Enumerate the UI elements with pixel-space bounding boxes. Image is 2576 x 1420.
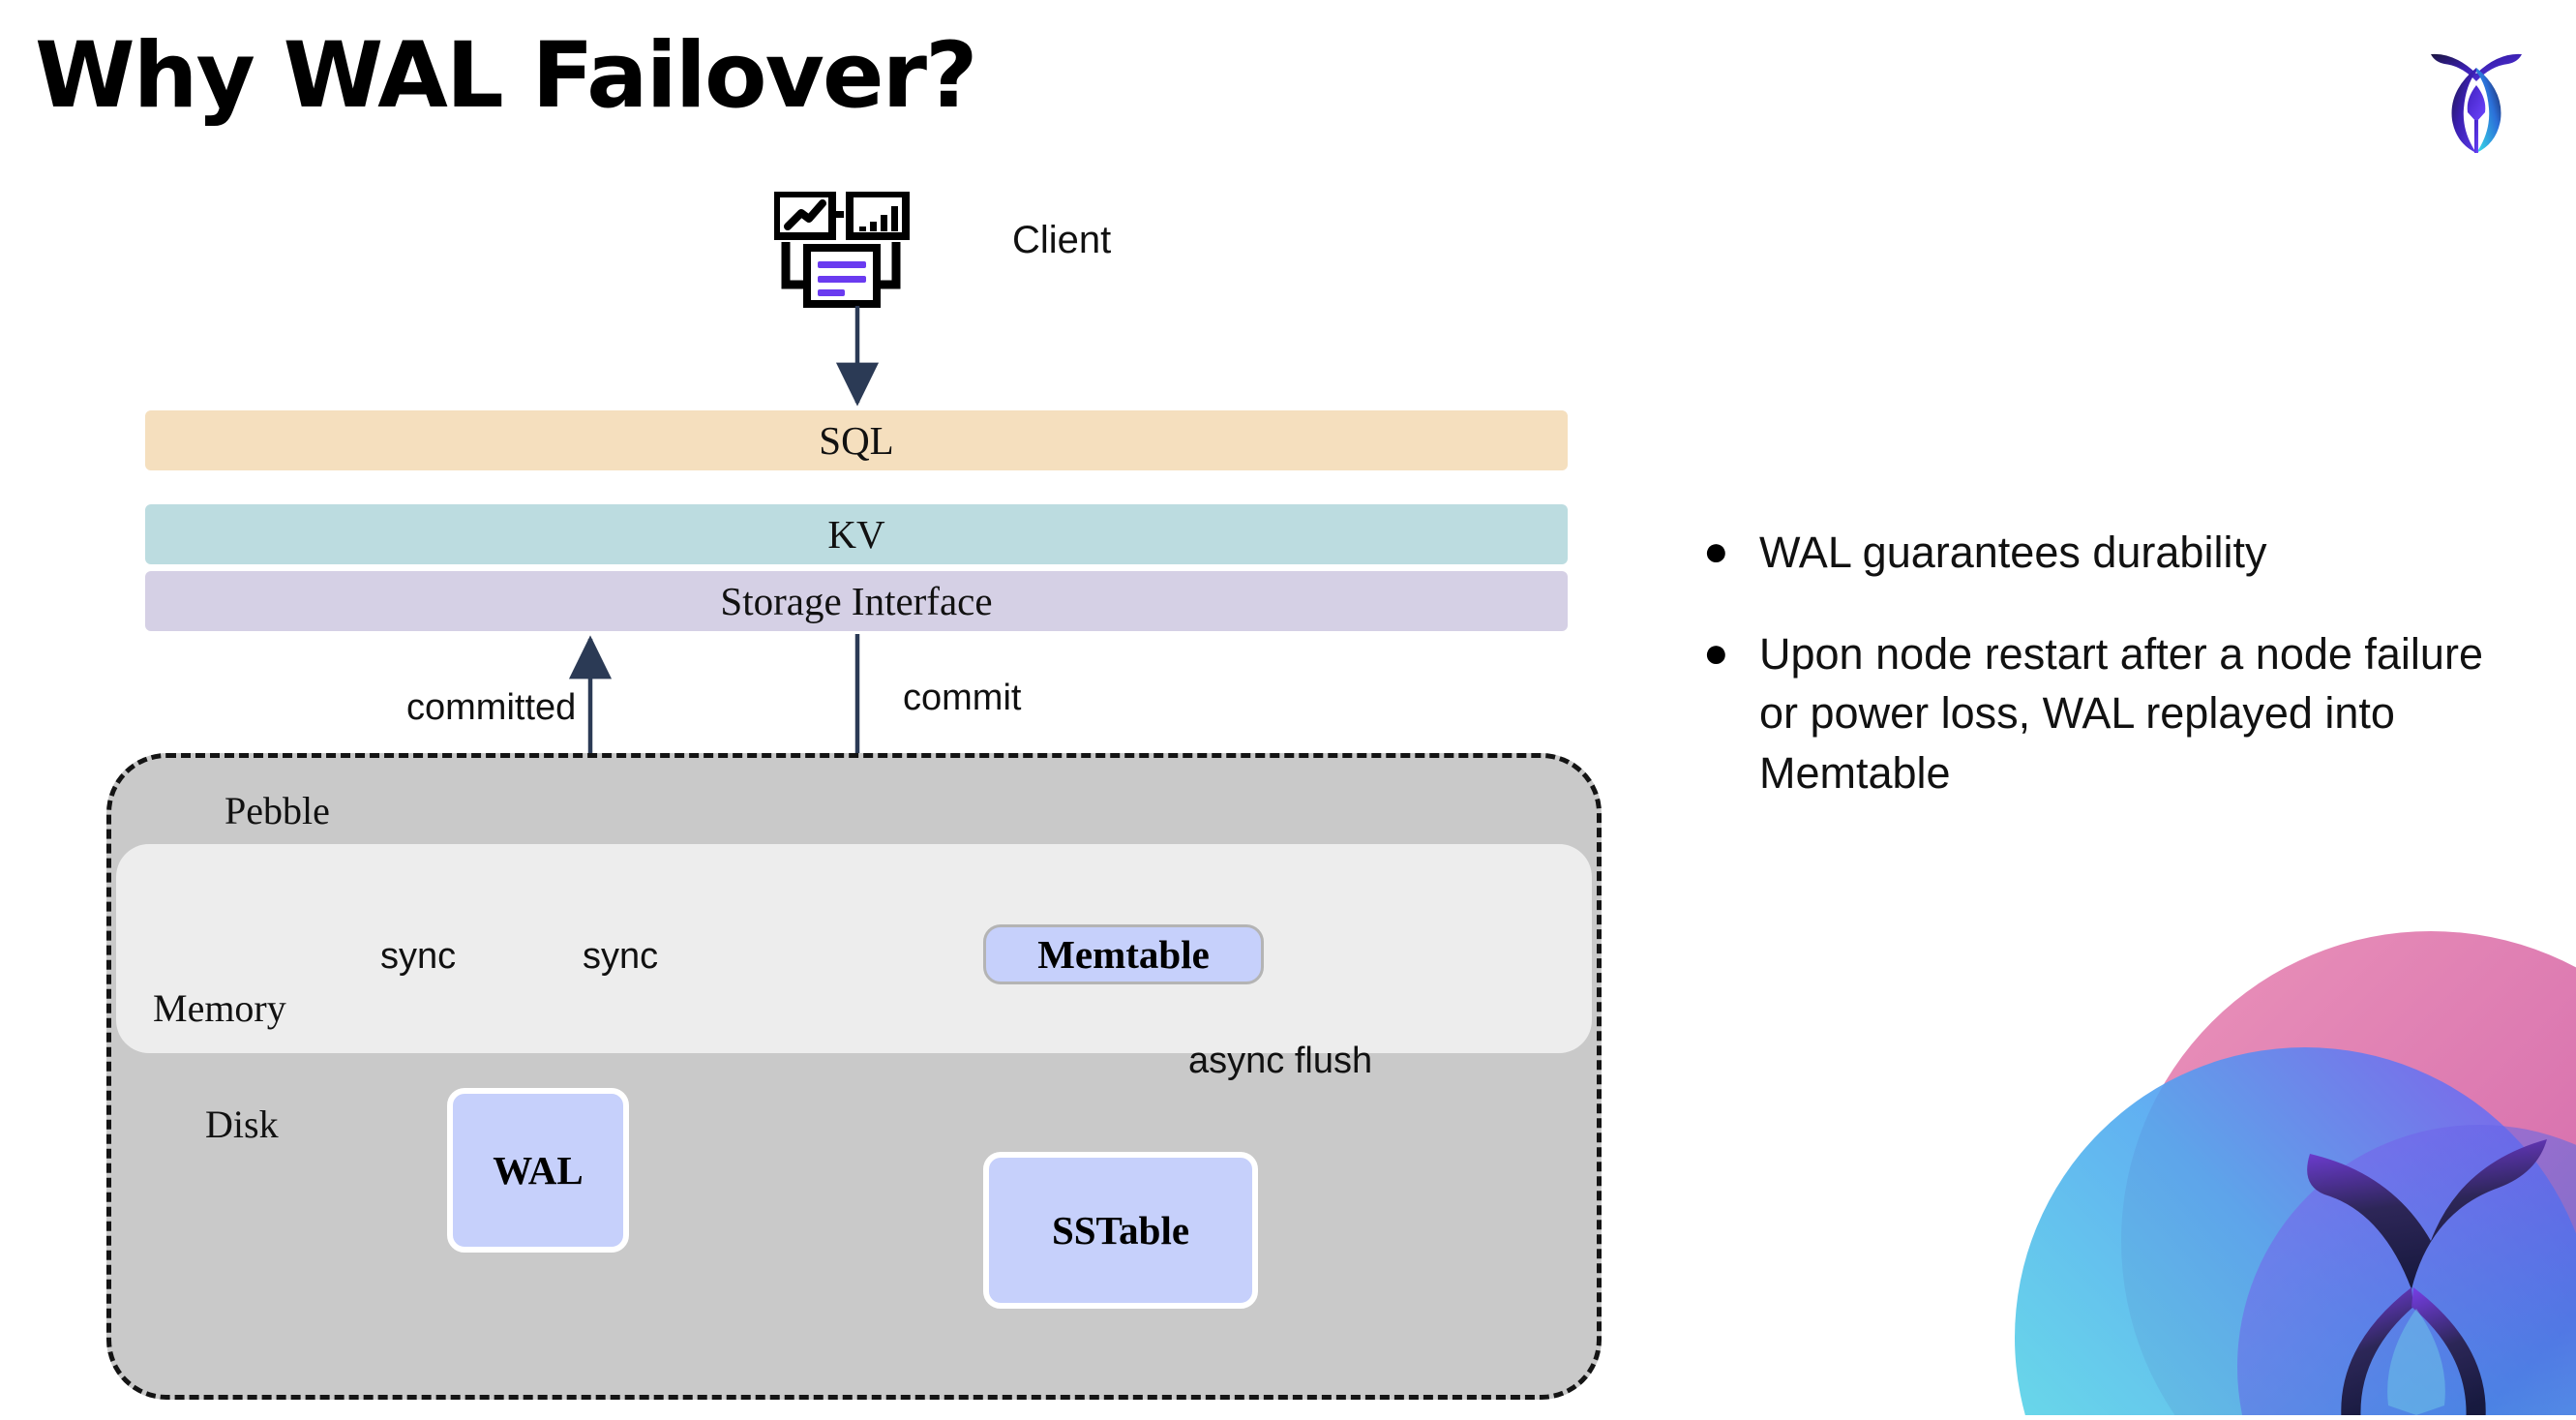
memory-label: Memory <box>153 986 286 1030</box>
bullet-list: ● WAL guarantees durability ● Upon node … <box>1703 523 2497 845</box>
node-wal: WAL <box>447 1088 629 1253</box>
cockroachdb-logo-icon <box>2413 31 2539 157</box>
edge-label-commit: commit <box>903 678 1022 718</box>
layer-bar-storage-interface: Storage Interface <box>145 571 1568 631</box>
node-memtable: Memtable <box>983 924 1264 984</box>
edge-label-sync-commit: sync <box>583 936 659 977</box>
bullet-marker-icon: ● <box>1703 629 1729 678</box>
bullet-text: WAL guarantees durability <box>1759 528 2267 577</box>
architecture-diagram: Client SQL KV Storage Interface <box>106 190 1602 1400</box>
node-wal-label: WAL <box>493 1148 584 1193</box>
pebble-label: Pebble <box>225 789 330 832</box>
client-label: Client <box>1012 219 1112 261</box>
list-item: ● Upon node restart after a node failure… <box>1703 624 2497 802</box>
layer-bar-storage-interface-label: Storage Interface <box>720 579 993 623</box>
bullet-text: Upon node restart after a node failure o… <box>1759 629 2483 798</box>
memory-region <box>116 844 1592 1053</box>
disk-label: Disk <box>205 1103 279 1146</box>
layer-bar-sql: SQL <box>145 410 1568 470</box>
layer-bar-kv: KV <box>145 504 1568 564</box>
edge-label-committed: committed <box>406 687 577 728</box>
node-sstable: SSTable <box>983 1152 1258 1309</box>
node-sstable-label: SSTable <box>1051 1208 1190 1253</box>
bullet-marker-icon: ● <box>1703 528 1729 575</box>
client-dashboard-icon <box>772 190 929 308</box>
decorative-corner-graphic <box>1976 921 2576 1420</box>
layer-bar-sql-label: SQL <box>819 418 894 463</box>
edge-label-async-flush: async flush <box>1188 1041 1373 1081</box>
node-memtable-label: Memtable <box>1037 932 1210 977</box>
edge-label-sync-committed: sync <box>380 936 457 977</box>
page-title: Why WAL Failover? <box>35 23 978 129</box>
layer-bar-kv-label: KV <box>827 512 885 557</box>
list-item: ● WAL guarantees durability <box>1703 523 2497 582</box>
